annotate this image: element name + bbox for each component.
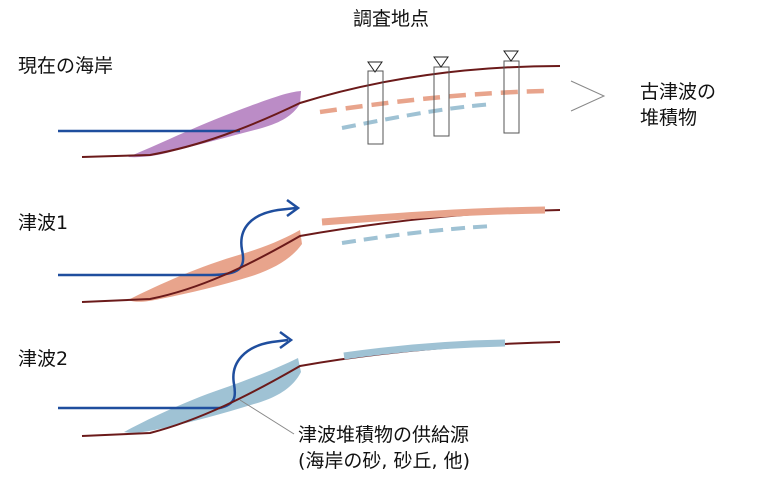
survey-marker-icon xyxy=(367,61,383,73)
tsunami2-new-deposit xyxy=(343,339,506,360)
panel-tsunami-2 xyxy=(58,330,561,437)
tsunami2-sand-deposit xyxy=(124,358,301,433)
tsunami1-label: 津波1 xyxy=(18,212,69,234)
paleo-tsunami-deposit-blue xyxy=(341,102,494,130)
source-label-line1: 津波堆積物の供給源 xyxy=(298,424,470,446)
tsunami1-arrowhead-icon xyxy=(286,198,301,218)
tsunami1-sand-deposit xyxy=(128,230,302,302)
panel-present-coast xyxy=(58,50,606,158)
source-label: 津波堆積物の供給源 (海岸の砂, 砂丘, 他) xyxy=(298,423,470,474)
survey-marker-icon xyxy=(433,56,449,68)
present-coast-label: 現在の海岸 xyxy=(18,55,114,77)
survey-point-label: 調査地点 xyxy=(353,8,430,30)
paleo-deposit-label-line2: 堆積物 xyxy=(640,106,698,129)
paleo-deposit-label: 古津波の 堆積物 xyxy=(640,80,716,131)
tsunami2-label: 津波2 xyxy=(18,348,69,370)
paleo-deposit-pointer xyxy=(570,80,606,112)
panel-tsunami-1 xyxy=(58,198,561,303)
boring-core xyxy=(433,66,450,137)
coastal-sand-deposit xyxy=(128,91,301,158)
tsunami2-arrowhead-icon xyxy=(279,330,294,350)
paleo-deposit-buried xyxy=(341,224,493,245)
survey-marker-icon xyxy=(503,50,519,62)
paleo-tsunami-deposit-orange xyxy=(319,88,546,115)
source-label-line2: (海岸の砂, 砂丘, 他) xyxy=(298,449,470,472)
boring-core xyxy=(503,60,520,134)
source-pointer xyxy=(239,399,295,435)
paleo-deposit-label-line1: 古津波の xyxy=(640,81,717,103)
tsunami1-new-deposit xyxy=(321,206,546,226)
ground-surface xyxy=(81,65,561,158)
